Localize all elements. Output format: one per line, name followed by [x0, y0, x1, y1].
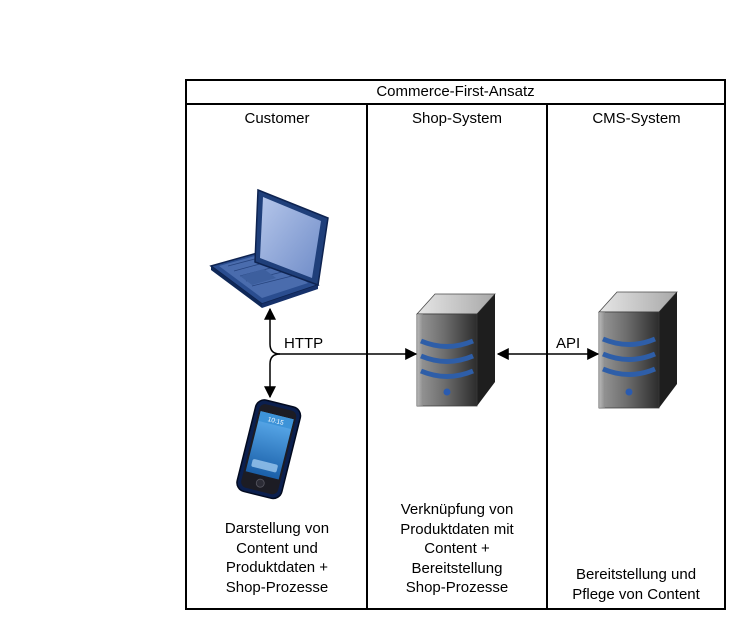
- shop-description-line: Bereitstellung: [411, 559, 503, 577]
- phone-time: 10:15: [267, 416, 285, 427]
- shop-description-line: Content +: [424, 540, 490, 557]
- http-connector: [264, 307, 418, 399]
- lane-divider-1: [366, 103, 368, 608]
- http-label: HTTP: [282, 335, 326, 353]
- diagram-title: Commerce-First-Ansatz: [187, 81, 724, 105]
- server-icon: [598, 291, 678, 409]
- laptop-icon: [209, 188, 329, 308]
- api-label: API: [554, 335, 583, 353]
- cms-description-line: Bereitstellung und: [575, 566, 697, 583]
- shop-system-description: Verknüpfung von Produktdaten mit Content…: [367, 500, 547, 598]
- lane-title-shop-system: Shop-System: [411, 110, 503, 127]
- customer-description-line: Produktdaten +: [225, 559, 329, 576]
- lane-title-customer: Customer: [244, 110, 310, 127]
- server-icon: [416, 293, 496, 407]
- shop-description-line: Verknüpfung von: [400, 501, 514, 518]
- shop-description-line: Produktdaten mit: [400, 520, 514, 538]
- customer-description-line: Content und: [236, 539, 318, 557]
- smartphone-icon: 10:15: [236, 399, 302, 500]
- customer-description-line: Darstellung von: [224, 520, 330, 537]
- cms-description-line: Pflege von Content: [572, 585, 700, 603]
- lane-title-cms-system: CMS-System: [592, 110, 681, 127]
- customer-description: Darstellung von Content und Produktdaten…: [187, 519, 367, 597]
- cms-system-description: Bereitstellung und Pflege von Content: [546, 565, 726, 604]
- customer-description-line: Shop-Prozesse: [225, 578, 329, 596]
- shop-description-line: Shop-Prozesse: [405, 579, 509, 596]
